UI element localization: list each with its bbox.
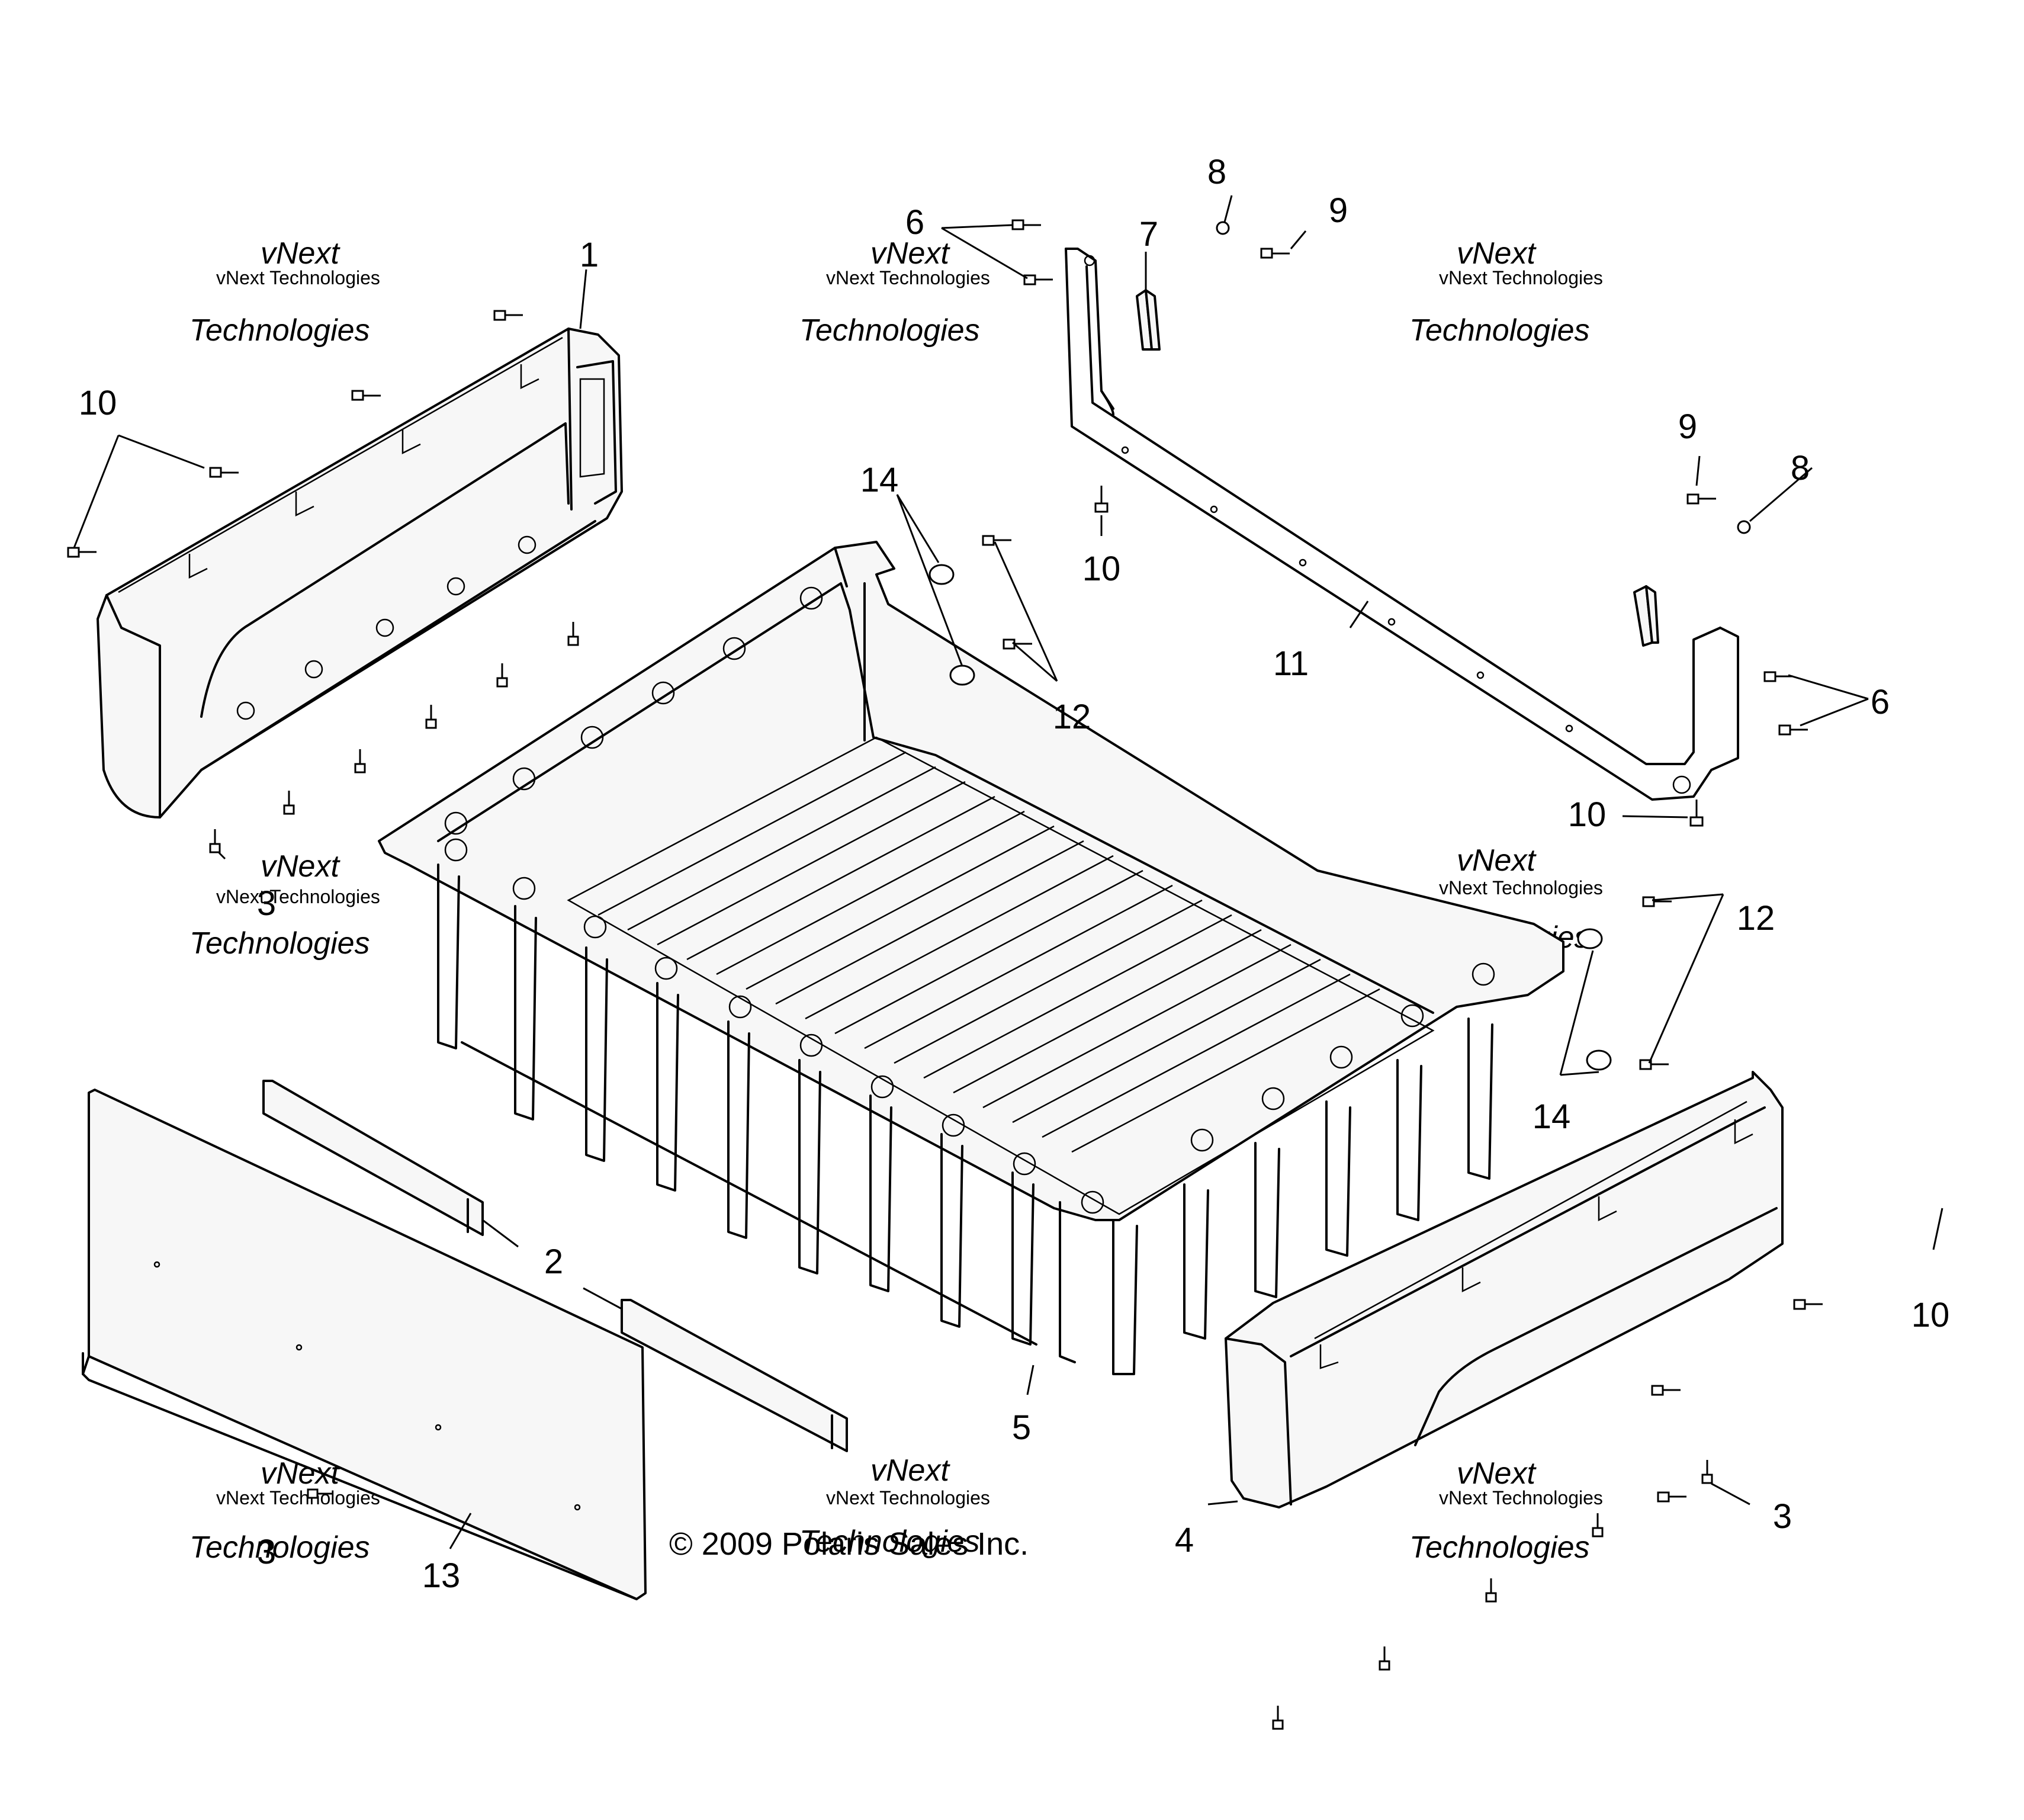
part-spacers	[929, 564, 1612, 1071]
callout-11: 11	[1273, 644, 1309, 683]
watermark-top-center: vNext Technologies vNext Technologies	[799, 236, 990, 348]
callout-7: 7	[1139, 215, 1158, 253]
callout-2: 2	[544, 1243, 563, 1281]
callout-8-top: 8	[1207, 153, 1226, 191]
watermark-text: vNext Technologies	[826, 267, 990, 288]
part-foam-strip-upper	[262, 1080, 484, 1236]
callout-10-left: 10	[79, 384, 117, 422]
callout-12-right: 12	[1737, 899, 1775, 938]
fasteners	[67, 219, 1823, 1730]
callout-3-left-bottom: 3	[257, 1533, 276, 1571]
part-bracket-clip-top	[1136, 289, 1161, 351]
watermark-text: Technologies	[1409, 1530, 1590, 1565]
watermark-text: Technologies	[799, 313, 980, 348]
leader-lines	[73, 195, 1943, 1549]
part-tailgate	[82, 1089, 647, 1600]
callout-6-right: 6	[1871, 683, 1890, 721]
callout-1: 1	[580, 236, 599, 274]
watermark-bottom-center: vNext Technologies vNext Technologies	[799, 1453, 990, 1559]
part-foam-strip-lower	[621, 1299, 848, 1452]
callout-9-right: 9	[1678, 407, 1697, 446]
watermark-text: vNext Technologies	[216, 267, 380, 288]
copyright-text: © 2009 Polaris Sales Inc.	[669, 1526, 1029, 1562]
watermark-text: vNext Technologies	[216, 1487, 380, 1508]
watermark-text: Technologies	[189, 313, 370, 348]
watermark-middle-left: vNext Technologies vNext Technologies	[189, 849, 380, 961]
watermark-text: Technologies	[189, 1530, 370, 1565]
callout-10-right-bottom: 10	[1911, 1296, 1950, 1334]
callout-5: 5	[1012, 1408, 1031, 1447]
callout-13: 13	[422, 1556, 461, 1595]
callout-8-right: 8	[1791, 449, 1810, 487]
watermark-top-left: vNext Technologies vNext Technologies	[189, 236, 380, 348]
callout-10-right-mid: 10	[1568, 795, 1607, 834]
callout-4: 4	[1175, 1521, 1194, 1559]
watermark-text: Technologies	[799, 1524, 980, 1559]
callout-14-right: 14	[1533, 1097, 1571, 1136]
watermark-text: Technologies	[189, 926, 370, 961]
watermark-text: Technologies	[1409, 313, 1590, 348]
watermark-text: vNext	[1457, 236, 1537, 271]
callout-3-left-top: 3	[257, 884, 276, 923]
callout-14-top: 14	[860, 461, 899, 499]
watermark-text: vNext	[870, 236, 950, 271]
watermark-text: vNext	[261, 236, 340, 271]
watermark-bottom-left: vNext Technologies vNext Technologies	[189, 1456, 380, 1565]
watermark-text: vNext	[870, 1453, 950, 1488]
rim-holes	[444, 586, 1495, 1214]
watermark-top-right: vNext Technologies vNext Technologies	[1409, 236, 1603, 348]
watermark-text: vNext	[1457, 1456, 1537, 1491]
callout-3-right: 3	[1773, 1497, 1792, 1536]
part-cargo-bed	[378, 541, 1564, 1375]
watermark-text: vNext Technologies	[1439, 877, 1603, 898]
callout-9-top: 9	[1329, 191, 1348, 230]
watermark-text: vNext	[261, 849, 340, 884]
callout-6-top: 6	[905, 203, 924, 242]
part-bracket-clip-right	[1633, 585, 1659, 647]
part-side-panel-right	[1225, 1071, 1784, 1508]
watermark-text: vNext Technologies	[826, 1487, 990, 1508]
part-side-panel-left	[97, 328, 623, 818]
callout-10-center: 10	[1082, 550, 1121, 588]
watermark-text: vNext Technologies	[216, 886, 380, 907]
watermark-text: vNext Technologies	[1439, 1487, 1603, 1508]
watermark-text: vNext Technologies	[1439, 267, 1603, 288]
part-rear-frame	[1065, 248, 1739, 801]
watermark-bottom-right: vNext Technologies vNext Technologies	[1409, 1456, 1603, 1565]
callout-12-top: 12	[1053, 698, 1091, 736]
callouts: 1 2 3 3 3 4 5 6 6 7 8 8 9 9 10 10 10 10 …	[79, 153, 1950, 1595]
watermark-text: vNext	[1457, 843, 1537, 878]
